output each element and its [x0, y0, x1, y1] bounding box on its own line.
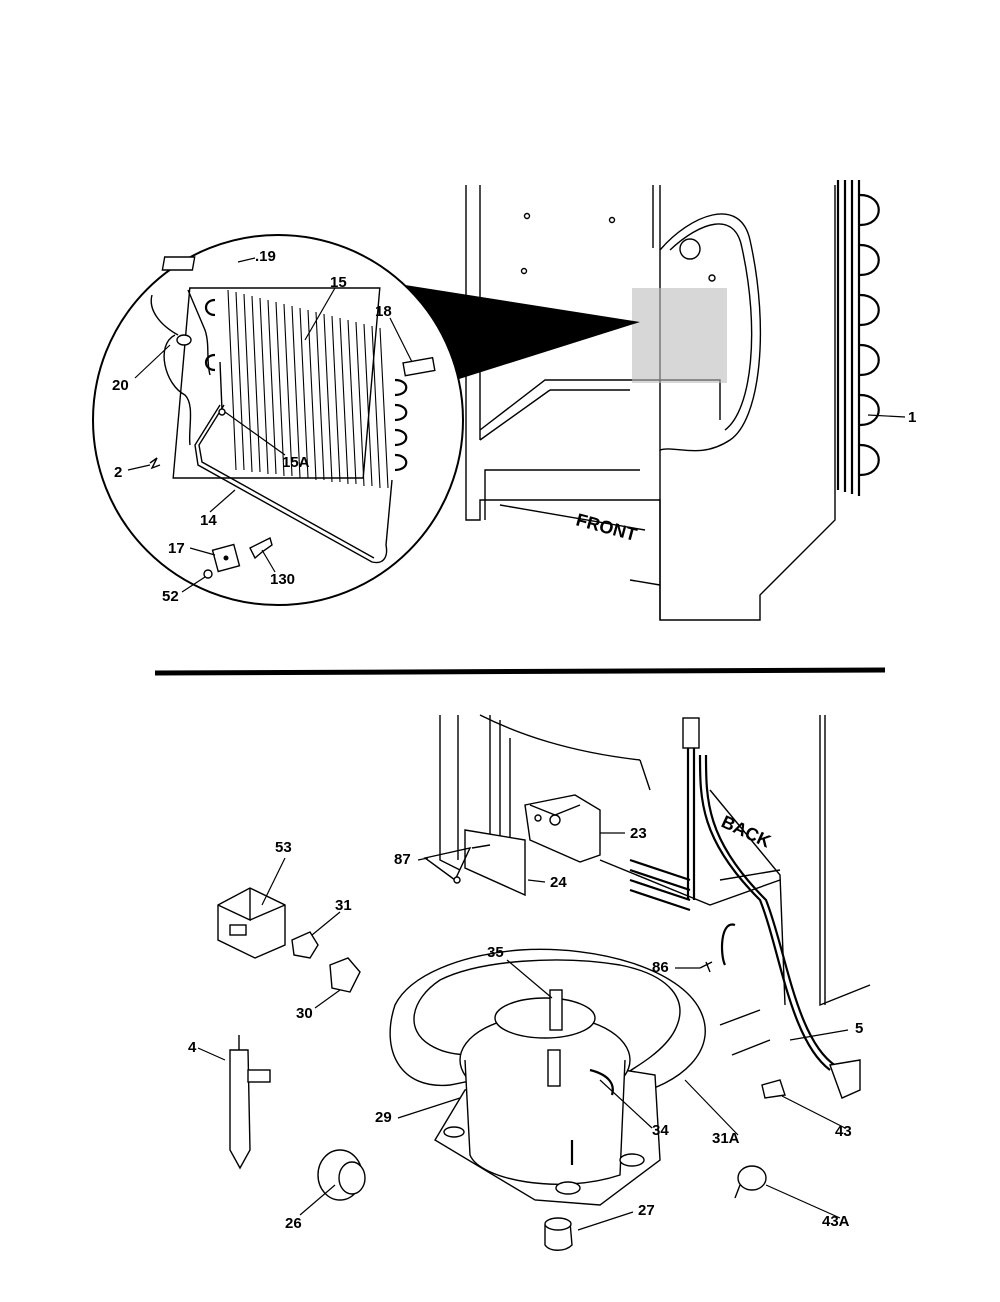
label-31a: 31A: [712, 1130, 740, 1147]
label-29: 29: [375, 1109, 392, 1126]
cable-clamp: [734, 1165, 767, 1199]
label-53: 53: [275, 839, 292, 856]
label-24: 24: [550, 874, 567, 891]
label-14: 14: [200, 512, 217, 529]
filter-drier: [229, 1035, 271, 1170]
label-31: 31: [335, 897, 352, 914]
overload-clip: [291, 931, 319, 959]
cord-bushing: [761, 1079, 786, 1099]
leader-lines-bottom: [197, 832, 849, 1231]
condenser-coil: [836, 180, 906, 496]
label-26: 26: [285, 1215, 302, 1232]
label-23: 23: [630, 825, 647, 842]
label-43: 43: [835, 1123, 852, 1140]
start-relay: [217, 887, 286, 959]
label-43a: 43A: [822, 1213, 850, 1230]
label-2: 2: [114, 464, 122, 481]
zoom-cone: [405, 285, 640, 385]
mount-grommet: [544, 1217, 573, 1251]
label-5: 5: [855, 1020, 863, 1037]
defrost-timer: [423, 794, 601, 897]
label-15: 15: [330, 274, 347, 291]
leader-lines-top: [127, 257, 413, 593]
label-86: 86: [652, 959, 669, 976]
section-divider: [154, 667, 886, 676]
magnified-detail: [92, 234, 464, 606]
label-30: 30: [296, 1005, 313, 1022]
label-34: 34: [652, 1122, 669, 1139]
cabinet-front-view: FRONT: [465, 185, 836, 621]
front-label: FRONT: [574, 510, 639, 545]
label-52: 52: [162, 588, 179, 605]
label-4: 4: [188, 1039, 197, 1056]
label-87: 87: [394, 851, 411, 868]
label-27: 27: [638, 1202, 655, 1219]
overload-protector: [329, 957, 361, 993]
label-18: 18: [375, 303, 392, 320]
ground-screw: [699, 961, 713, 973]
compressor: [389, 948, 706, 1206]
power-cord: [629, 717, 861, 1099]
label-15a: 15A: [282, 454, 310, 471]
label-1: 1: [908, 409, 916, 426]
label-17: 17: [168, 540, 185, 557]
label-20: 20: [112, 377, 129, 394]
label-19: .19: [255, 248, 276, 265]
label-130: 130: [270, 571, 295, 588]
label-35: 35: [487, 944, 504, 961]
back-label: BACK: [718, 811, 774, 851]
part-labels: 1 .19 15 18 20 15A 2 14 17 52 130 53 31 …: [112, 248, 916, 1232]
grommet: [317, 1149, 366, 1201]
